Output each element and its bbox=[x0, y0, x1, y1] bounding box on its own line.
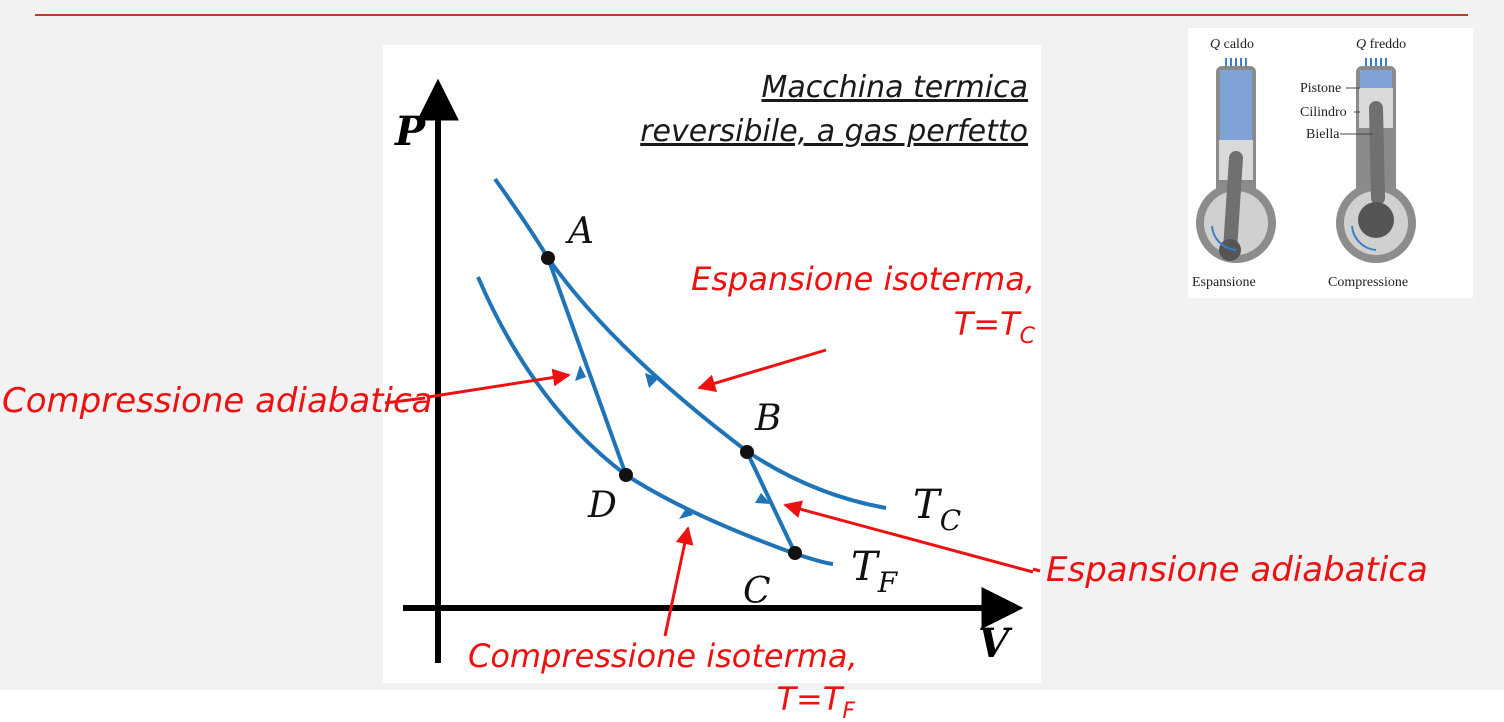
arrow-da bbox=[575, 365, 586, 381]
title-rule bbox=[35, 14, 1468, 16]
arrow-ab bbox=[645, 373, 659, 388]
adiabat-expansion-line bbox=[745, 451, 797, 554]
point-d-label: D bbox=[587, 485, 617, 526]
arrow-cd bbox=[679, 507, 693, 519]
annotation-arrow-adiabatic-compression bbox=[427, 368, 571, 399]
point-b-dot bbox=[740, 445, 754, 459]
v-axis-label: V bbox=[978, 620, 1013, 667]
isotherm-hot-label: TC bbox=[913, 482, 961, 537]
annotation-arrow-isothermal-expansion bbox=[697, 348, 827, 392]
point-a-dot bbox=[541, 251, 555, 265]
isotherm-cold-curve bbox=[476, 276, 834, 566]
cylinder-label: Cilindro bbox=[1300, 105, 1347, 120]
diagram-title-line1: Macchina termica bbox=[761, 70, 1028, 105]
engine-expansion bbox=[1196, 58, 1276, 263]
hot-heat-label: Q caldo bbox=[1210, 37, 1254, 52]
engine-compression bbox=[1336, 58, 1416, 263]
expansion-caption: Espansione bbox=[1192, 275, 1256, 290]
annotation-isothermal-expansion: Espansione isoterma, bbox=[691, 260, 1035, 298]
cold-heat-label: Q freddo bbox=[1356, 37, 1406, 52]
point-c-label: C bbox=[743, 571, 771, 612]
isotherm-hot-curve bbox=[493, 177, 887, 510]
diagram-title-line2: reversibile, a gas perfetto bbox=[640, 114, 1028, 149]
annotation-isothermal-expansion-temp: T=TC bbox=[954, 305, 1036, 349]
point-a-label: A bbox=[565, 211, 594, 252]
point-c-dot bbox=[788, 546, 802, 560]
isotherm-cold-label: TF bbox=[851, 544, 899, 599]
piston-label: Pistone bbox=[1300, 81, 1341, 96]
annotation-arrow-adiabatic-expansion bbox=[783, 500, 1034, 574]
engine-illustration-panel: Q caldo Q freddo bbox=[1188, 28, 1473, 298]
compression-caption: Compressione bbox=[1328, 275, 1408, 290]
annotation-isothermal-compression: Compressione isoterma, bbox=[468, 637, 858, 675]
arrow-bc bbox=[755, 493, 771, 504]
engine-illustration: Q caldo Q freddo bbox=[1192, 37, 1416, 290]
p-axis-label: P bbox=[394, 108, 427, 155]
rod-label: Biella bbox=[1306, 127, 1340, 142]
adiabat-compression-line bbox=[546, 257, 628, 476]
point-b-label: B bbox=[754, 398, 781, 439]
point-d-dot bbox=[619, 468, 633, 482]
pv-diagram: P V Macchina termica reversibile, a gas … bbox=[394, 70, 1036, 675]
annotation-arrow-isothermal-compression bbox=[663, 526, 694, 637]
pv-diagram-panel: P V Macchina termica reversibile, a gas … bbox=[383, 45, 1041, 683]
